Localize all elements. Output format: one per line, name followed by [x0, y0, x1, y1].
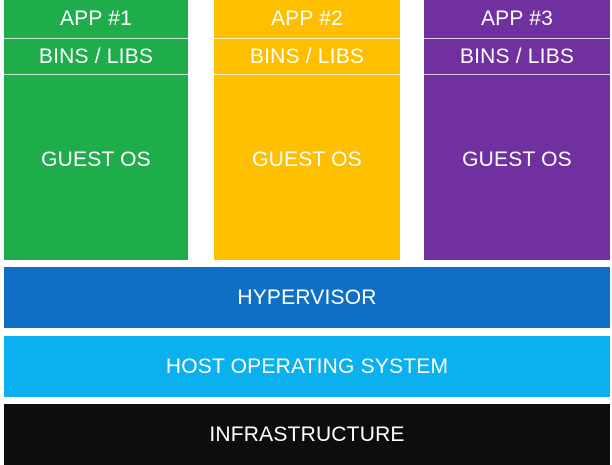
vm-stack-2: APP #2 BINS / LIBS GUEST OS: [214, 0, 400, 260]
guest-os-label: GUEST OS: [252, 147, 362, 171]
divider: [4, 74, 188, 75]
divider: [424, 74, 610, 75]
app-label: APP #3: [480, 7, 554, 30]
guest-os-label: GUEST OS: [462, 147, 572, 171]
hypervisor-layer: HYPERVISOR: [4, 267, 610, 328]
infrastructure-layer: INFRASTRUCTURE: [4, 404, 610, 465]
guest-os-label: GUEST OS: [41, 147, 151, 171]
host-os-layer: HOST OPERATING SYSTEM: [4, 336, 610, 397]
divider: [214, 38, 400, 39]
bins-libs-label: BINS / LIBS: [459, 44, 575, 68]
vm-stack-3: APP #3 BINS / LIBS GUEST OS: [424, 0, 610, 260]
divider: [424, 38, 610, 39]
app-label: APP #2: [270, 7, 344, 30]
app-label: APP #1: [59, 7, 133, 30]
bins-libs-label: BINS / LIBS: [249, 44, 365, 68]
divider: [4, 38, 188, 39]
bins-libs-label: BINS / LIBS: [38, 44, 154, 68]
vm-stack-1: APP #1 BINS / LIBS GUEST OS: [4, 0, 188, 260]
divider: [214, 74, 400, 75]
